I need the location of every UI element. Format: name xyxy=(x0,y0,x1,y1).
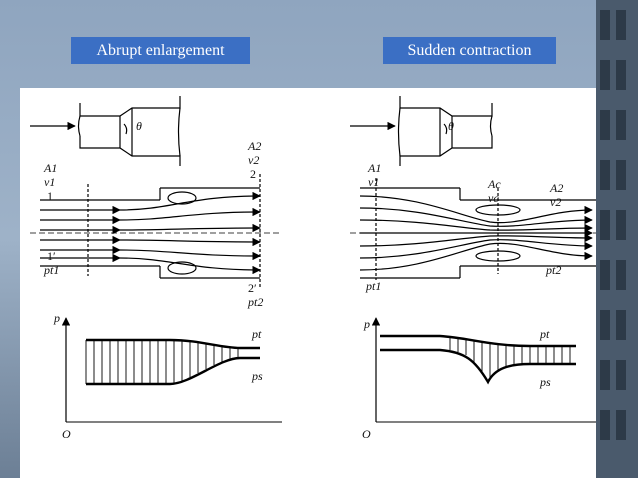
enlargement-top-sketch xyxy=(30,96,181,166)
contraction-A1: A1 xyxy=(367,161,381,175)
contraction-flow xyxy=(350,178,596,280)
enlargement-A2: A2 xyxy=(247,139,261,153)
enlargement-section-1-prime: 1′ xyxy=(47,249,56,263)
contraction-vc: vc xyxy=(488,191,499,205)
title-sudden-contraction: Sudden contraction xyxy=(383,37,556,64)
contraction-top-sketch xyxy=(350,96,493,166)
contraction-A2: A2 xyxy=(549,181,563,195)
contraction-v2: v2 xyxy=(550,195,561,209)
diagram-drawing: θ A1 v1 1 1′ pt1 A2 v2 2 2′ pt2 xyxy=(30,96,596,441)
enlargement-section-2: 2 xyxy=(250,167,256,181)
enlargement-pressure-plot xyxy=(61,317,282,423)
contraction-pt2: pt2 xyxy=(545,263,561,277)
contraction-plot-origin: O xyxy=(362,427,371,441)
enlargement-section-2-prime: 2′ xyxy=(248,281,257,295)
contraction-pressure-plot xyxy=(371,317,596,423)
title-abrupt-enlargement: Abrupt enlargement xyxy=(71,37,250,64)
enlargement-flow xyxy=(30,174,282,288)
contraction-angle-label: θ xyxy=(448,119,454,133)
enlargement-plot-ps: ps xyxy=(251,369,263,383)
enlargement-v1: v1 xyxy=(44,175,55,189)
enlargement-section-1: 1 xyxy=(47,189,53,203)
enlargement-A1: A1 xyxy=(43,161,57,175)
contraction-pt1: pt1 xyxy=(365,279,381,293)
contraction-plot-ps: ps xyxy=(539,375,551,389)
enlargement-plot-origin: O xyxy=(62,427,71,441)
contraction-plot-pt: pt xyxy=(539,327,550,341)
enlargement-plot-p-axis: p xyxy=(53,311,60,325)
contraction-v1: v1 xyxy=(368,175,379,189)
enlargement-pt1: pt1 xyxy=(43,263,59,277)
enlargement-v2: v2 xyxy=(248,153,259,167)
diagram-panel xyxy=(20,88,596,478)
contraction-Ac: Ac xyxy=(487,177,501,191)
enlargement-angle-label: θ xyxy=(136,119,142,133)
enlargement-plot-pt: pt xyxy=(251,327,262,341)
enlargement-pt2: pt2 xyxy=(247,295,263,309)
contraction-plot-p-axis: p xyxy=(363,317,370,331)
